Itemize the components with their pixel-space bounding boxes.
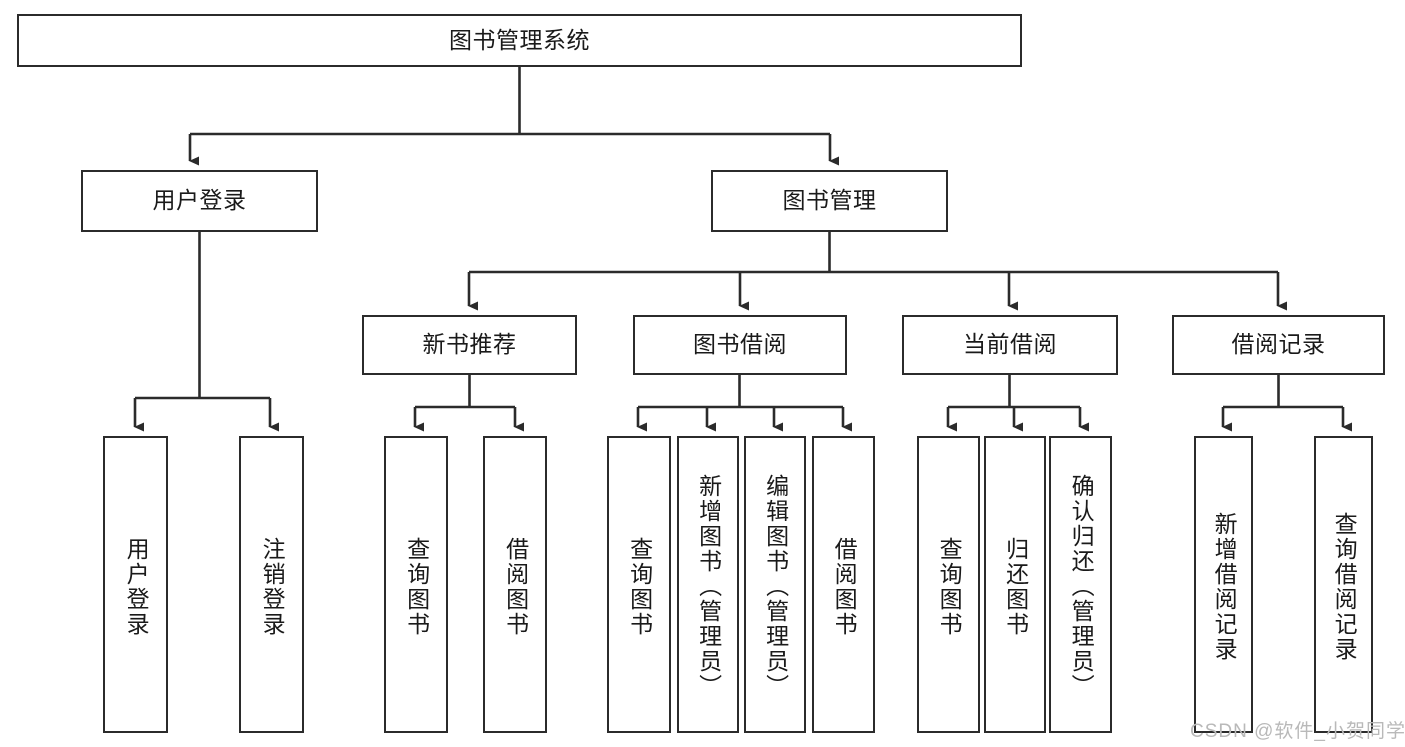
node-leaf-add-book[interactable]: 新增图书（管理员） bbox=[677, 436, 739, 733]
node-user-login-label: 用户登录 bbox=[152, 187, 247, 214]
node-leaf-query-book-3-label: 查询图书 bbox=[936, 536, 963, 637]
node-leaf-confirm-return[interactable]: 确认归还（管理员） bbox=[1049, 436, 1112, 733]
node-leaf-query-book-3[interactable]: 查询图书 bbox=[917, 436, 980, 733]
node-leaf-return-book[interactable]: 归还图书 bbox=[984, 436, 1046, 733]
node-leaf-confirm-return-label: 确认归还（管理员） bbox=[1068, 474, 1095, 699]
node-new-book-recommend-label: 新书推荐 bbox=[422, 331, 517, 358]
node-leaf-logout-login[interactable]: 注销登录 bbox=[239, 436, 304, 733]
node-leaf-user-login[interactable]: 用户登录 bbox=[103, 436, 168, 733]
node-borrow-record[interactable]: 借阅记录 bbox=[1172, 315, 1385, 375]
node-leaf-add-record[interactable]: 新增借阅记录 bbox=[1194, 436, 1253, 733]
node-root-system[interactable]: 图书管理系统 bbox=[17, 14, 1022, 67]
node-leaf-logout-login-label: 注销登录 bbox=[259, 536, 286, 637]
node-current-borrow-label: 当前借阅 bbox=[963, 331, 1057, 358]
node-leaf-borrow-book-1[interactable]: 借阅图书 bbox=[483, 436, 547, 733]
csdn-watermark: CSDN @软件_小贺同学 bbox=[1190, 721, 1405, 742]
node-user-login[interactable]: 用户登录 bbox=[81, 170, 318, 232]
node-leaf-query-book-2[interactable]: 查询图书 bbox=[607, 436, 671, 733]
node-root-system-label: 图书管理系统 bbox=[449, 26, 590, 53]
node-book-manage[interactable]: 图书管理 bbox=[711, 170, 948, 232]
node-leaf-edit-book-label: 编辑图书（管理员） bbox=[762, 474, 789, 699]
node-leaf-add-record-label: 新增借阅记录 bbox=[1211, 511, 1238, 662]
node-leaf-query-book-1-label: 查询图书 bbox=[403, 536, 430, 637]
node-leaf-query-record-label: 查询借阅记录 bbox=[1331, 511, 1358, 662]
node-leaf-add-book-label: 新增图书（管理员） bbox=[695, 474, 722, 699]
node-new-book-recommend[interactable]: 新书推荐 bbox=[362, 315, 577, 375]
node-leaf-borrow-book-2[interactable]: 借阅图书 bbox=[812, 436, 875, 733]
node-leaf-query-book-2-label: 查询图书 bbox=[626, 536, 653, 637]
node-book-borrow[interactable]: 图书借阅 bbox=[633, 315, 847, 375]
node-book-manage-label: 图书管理 bbox=[782, 187, 877, 214]
node-borrow-record-label: 借阅记录 bbox=[1231, 331, 1326, 358]
node-leaf-query-book-1[interactable]: 查询图书 bbox=[384, 436, 448, 733]
node-leaf-query-record[interactable]: 查询借阅记录 bbox=[1314, 436, 1373, 733]
node-leaf-edit-book[interactable]: 编辑图书（管理员） bbox=[744, 436, 806, 733]
node-leaf-user-login-label: 用户登录 bbox=[123, 536, 150, 637]
node-leaf-borrow-book-1-label: 借阅图书 bbox=[502, 536, 529, 637]
node-leaf-borrow-book-2-label: 借阅图书 bbox=[831, 536, 858, 637]
node-book-borrow-label: 图书借阅 bbox=[693, 331, 787, 358]
node-current-borrow[interactable]: 当前借阅 bbox=[902, 315, 1118, 375]
node-leaf-return-book-label: 归还图书 bbox=[1002, 536, 1029, 637]
